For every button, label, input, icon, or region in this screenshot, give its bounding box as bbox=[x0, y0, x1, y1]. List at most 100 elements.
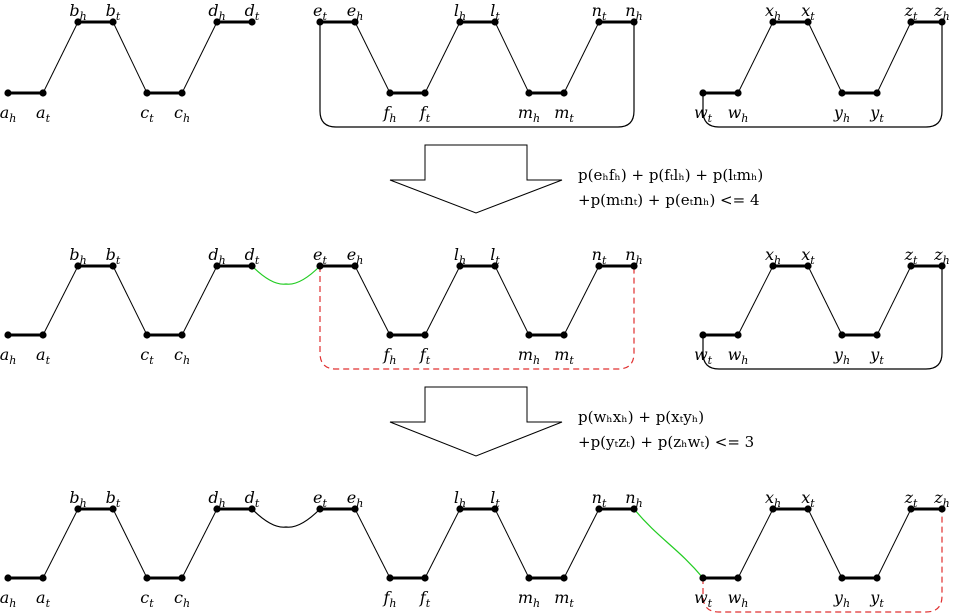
transition-arrow-1: p(eₕfₕ) + p(fₜlₕ) + p(lₜmₕ) +p(mₜnₜ) + p… bbox=[389, 144, 763, 214]
node-label-mh: mh bbox=[518, 103, 540, 125]
node-eh bbox=[351, 262, 359, 270]
node-fh bbox=[386, 331, 394, 339]
adjacency-edge-xt-yh bbox=[807, 508, 843, 579]
node-wt bbox=[699, 331, 707, 339]
node-label-nh: nh bbox=[625, 1, 642, 23]
node-ch bbox=[178, 331, 186, 339]
node-ct bbox=[143, 89, 151, 97]
node-xt bbox=[804, 262, 812, 270]
node-mt bbox=[560, 89, 568, 97]
node-label-lh: lh bbox=[454, 1, 466, 23]
adjacency-edge-mt-nt bbox=[563, 508, 600, 579]
loop-edge-et-nh bbox=[319, 22, 635, 128]
node-zt bbox=[907, 505, 915, 513]
node-dt bbox=[248, 262, 256, 270]
node-label-wh: wh bbox=[728, 588, 749, 610]
node-label-xh: xh bbox=[765, 245, 781, 267]
node-lh bbox=[456, 18, 464, 26]
node-label-lh: lh bbox=[454, 245, 466, 267]
node-lt bbox=[491, 262, 499, 270]
node-et bbox=[316, 262, 324, 270]
node-mh bbox=[525, 331, 533, 339]
adjacency-edge-bt-ct bbox=[112, 21, 148, 94]
node-label-xh: xh bbox=[765, 488, 781, 510]
node-zh bbox=[938, 262, 946, 270]
node-bh bbox=[74, 505, 82, 513]
node-label-mt: mt bbox=[554, 103, 574, 125]
node-label-bh: bh bbox=[69, 1, 86, 23]
node-et bbox=[316, 18, 324, 26]
node-label-fh: fh bbox=[382, 588, 396, 610]
node-label-yt: yt bbox=[869, 345, 884, 367]
node-label-mt: mt bbox=[554, 345, 574, 367]
node-ft bbox=[421, 574, 429, 582]
adjacency-edge-ft-lh bbox=[424, 508, 461, 579]
node-label-nh: nh bbox=[625, 488, 642, 510]
join-edge-nh-wt bbox=[633, 508, 704, 579]
node-label-yh: yh bbox=[833, 345, 850, 367]
node-bh bbox=[74, 262, 82, 270]
node-label-eh: eh bbox=[347, 1, 364, 23]
adjacency-edge-xt-yh bbox=[807, 21, 843, 94]
adjacency-edge-wh-xh bbox=[737, 21, 774, 94]
node-label-ah: ah bbox=[0, 588, 16, 610]
node-label-nh: nh bbox=[625, 245, 642, 267]
node-label-ct: ct bbox=[140, 345, 154, 367]
node-zh bbox=[938, 505, 946, 513]
adjacency-edge-yt-zt bbox=[876, 265, 912, 336]
loop-edge-et-nh bbox=[319, 266, 635, 370]
adjacency-edge-at-bh bbox=[42, 265, 79, 336]
transition-2-line-1: p(wₕxₕ) + p(xₜyₕ) bbox=[578, 408, 704, 426]
node-yh bbox=[838, 331, 846, 339]
node-et bbox=[316, 505, 324, 513]
node-dh bbox=[213, 505, 221, 513]
adjacency-edge-at-bh bbox=[42, 21, 79, 94]
node-lt bbox=[491, 505, 499, 513]
node-mt bbox=[560, 331, 568, 339]
loop-edge-wt-zh bbox=[702, 266, 943, 370]
node-ah bbox=[4, 89, 12, 97]
node-label-dt: dt bbox=[245, 488, 260, 510]
node-label-yh: yh bbox=[833, 103, 850, 125]
adjacency-edge-ch-dh bbox=[181, 508, 218, 579]
node-label-xt: xt bbox=[801, 245, 815, 267]
node-wt bbox=[699, 89, 707, 97]
adjacency-edge-wh-xh bbox=[737, 265, 774, 336]
node-mh bbox=[525, 89, 533, 97]
node-nt bbox=[595, 262, 603, 270]
node-label-zh: zh bbox=[933, 245, 950, 267]
node-yt bbox=[873, 331, 881, 339]
node-at bbox=[39, 89, 47, 97]
node-label-ct: ct bbox=[140, 103, 154, 125]
node-label-nt: nt bbox=[592, 1, 607, 23]
node-label-xh: xh bbox=[765, 1, 781, 23]
node-label-lh: lh bbox=[454, 488, 466, 510]
node-label-wh: wh bbox=[728, 103, 749, 125]
adjacency-edge-yt-zt bbox=[876, 508, 912, 579]
node-fh bbox=[386, 89, 394, 97]
node-xt bbox=[804, 18, 812, 26]
node-mh bbox=[525, 574, 533, 582]
node-wt bbox=[699, 574, 707, 582]
adjacency-edge-ch-dh bbox=[181, 21, 218, 94]
node-label-ch: ch bbox=[174, 345, 190, 367]
adjacency-edge-lt-mh bbox=[494, 21, 530, 94]
node-lh bbox=[456, 505, 464, 513]
transition-1-line-1: p(eₕfₕ) + p(fₜlₕ) + p(lₜmₕ) bbox=[578, 166, 763, 184]
node-label-dh: dh bbox=[208, 488, 225, 510]
node-ah bbox=[4, 574, 12, 582]
node-label-bt: bt bbox=[106, 488, 121, 510]
node-ct bbox=[143, 574, 151, 582]
node-label-bt: bt bbox=[106, 1, 121, 23]
node-label-zh: zh bbox=[933, 488, 950, 510]
node-ft bbox=[421, 89, 429, 97]
node-yh bbox=[838, 574, 846, 582]
node-label-ft: ft bbox=[419, 103, 431, 125]
node-zt bbox=[907, 262, 915, 270]
node-wh bbox=[734, 89, 742, 97]
node-lh bbox=[456, 262, 464, 270]
node-dt bbox=[248, 18, 256, 26]
node-label-et: et bbox=[313, 245, 327, 267]
